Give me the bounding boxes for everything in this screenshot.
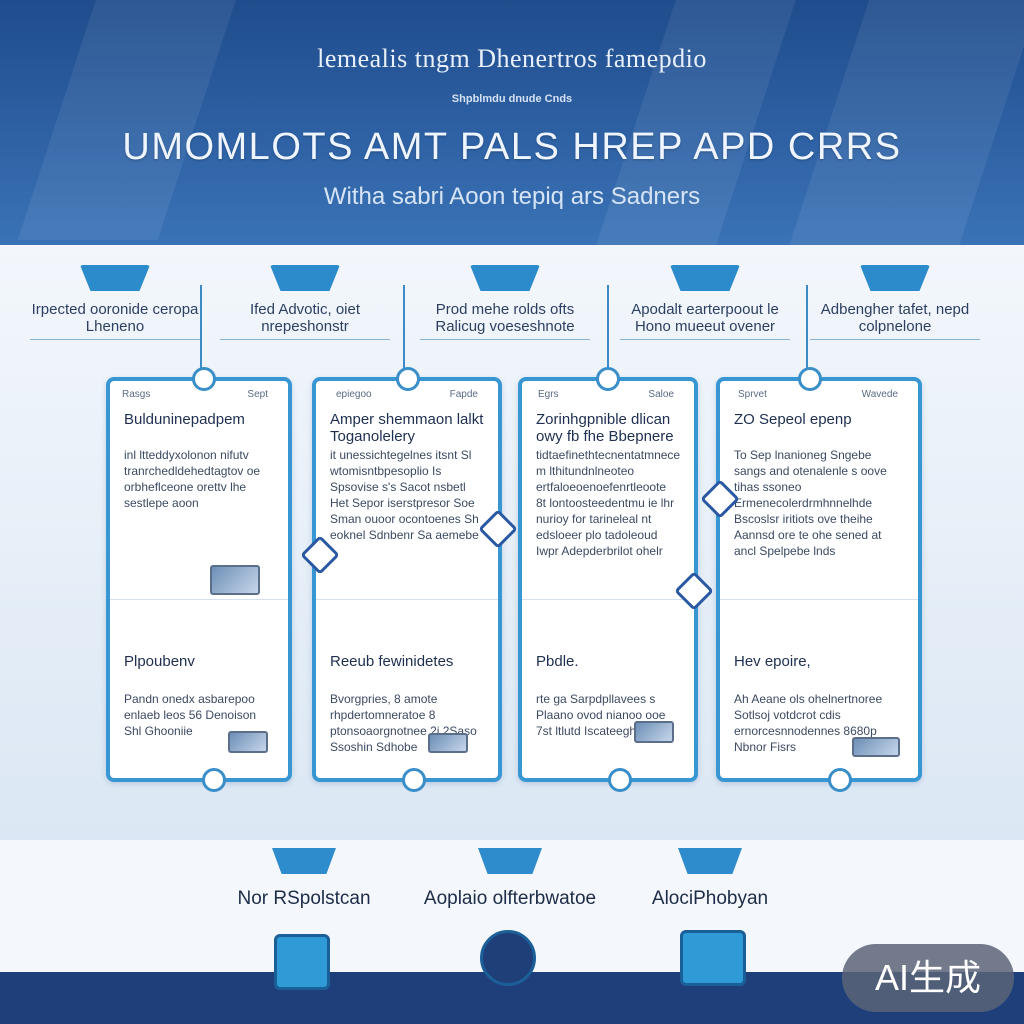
card-image: [228, 731, 268, 753]
phase-label: Adbengher tafet, nepd colpnelone: [810, 301, 980, 340]
connector-line: [607, 285, 609, 377]
card-section-title: Pbdle.: [536, 653, 579, 670]
header-banner: lemealis tngm Dhenertros famepdio Shpblm…: [0, 0, 1024, 245]
card-body: To Sep lnanioneg Sngebe sangs and otenal…: [734, 448, 887, 558]
legend-item-1: Nor RSpolstcan: [184, 848, 424, 910]
card-connector-node: [798, 367, 822, 391]
document-icon: [274, 934, 330, 990]
card-section-title: Reeub fewinidetes: [330, 653, 454, 670]
card-title: Bulduninepadpem: [124, 411, 245, 428]
legend-icon: [478, 848, 542, 874]
phase-1: Irpected ooronide ceropa Lheneno: [30, 265, 200, 340]
ai-generated-badge: AI生成: [842, 944, 1014, 1012]
card-section-body: Pandn onedx asbarepoo enlaeb leos 56 Den…: [124, 692, 257, 738]
legend-label: Nor RSpolstcan: [237, 888, 371, 909]
phase-label: Ifed Advotic, oiet nrepeshonstr: [220, 301, 390, 340]
connector-line: [200, 285, 202, 377]
card-connector-node: [608, 768, 632, 792]
card-body: tidtaefinethtecnentatmnece m lthitundnln…: [536, 448, 681, 558]
stage-card-2: epiegoo Fapde Amper shemmaon lalkt Togan…: [312, 367, 502, 792]
card-connector-node: [192, 367, 216, 391]
card-title: Amper shemmaon lalkt Toganolelery: [330, 411, 484, 445]
phase-4: Apodalt earterpoout le Hono mueeut ovene…: [620, 265, 790, 340]
connector-line: [403, 285, 405, 377]
card-tag: Rasgs: [122, 389, 151, 400]
legend-icon: [678, 848, 742, 874]
stage-card-1: Rasgs Sept Bulduninepadpem inl ltteddyxo…: [106, 367, 292, 792]
card-tag: epiegoo: [336, 389, 372, 400]
card-image: [210, 565, 260, 595]
card-image: [852, 737, 900, 757]
phase-icon: [470, 265, 540, 291]
main-diagram: Irpected ooronide ceropa Lheneno Ifed Ad…: [0, 245, 1024, 840]
card-tag: Egrs: [538, 389, 559, 400]
card-connector-node: [402, 768, 426, 792]
card-connector-node: [396, 367, 420, 391]
page-title: UMOMLOTS AMT PALS HREP APD CRRS: [122, 126, 902, 168]
phase-icon: [80, 265, 150, 291]
card-connector-node: [596, 367, 620, 391]
phase-label: Irpected ooronide ceropa Lheneno: [30, 301, 200, 340]
card-divider: [720, 599, 918, 600]
card-tag: Saloe: [648, 389, 674, 400]
stage-card-3: Egrs Saloe Zorinhgpnible dlican owy fb f…: [518, 367, 698, 792]
card-section-body: Ah Aeane ols ohelnertnoree Sotlsoj votdc…: [734, 692, 883, 754]
card-tag: Sprvet: [738, 389, 767, 400]
card-title: ZO Sepeol epenp: [734, 411, 852, 428]
card-body: it unessichtegelnes itsnt Sl wtomisntbpe…: [330, 448, 479, 542]
stage-card-4: Sprvet Wavede ZO Sepeol epenp To Sep lna…: [716, 367, 922, 792]
card-body: inl ltteddyxolonon nifutv tranrchedldehe…: [124, 448, 261, 510]
card-divider: [316, 599, 498, 600]
phase-icon: [270, 265, 340, 291]
card-connector-node: [828, 768, 852, 792]
phase-3: Prod mehe rolds ofts Ralicug voeseshnote: [420, 265, 590, 340]
card-divider: [522, 599, 694, 600]
card-section-title: Plpoubenv: [124, 653, 195, 670]
phase-icon: [670, 265, 740, 291]
phase-icon: [860, 265, 930, 291]
card-section-title: Hev epoire,: [734, 653, 811, 670]
card-title: Zorinhgpnible dlican owy fb fhe Bbepnere: [536, 411, 674, 445]
header-small-caption: Shpblmdu dnude Cnds: [451, 93, 573, 105]
card-tag: Sept: [247, 389, 268, 400]
legend-label: AlociPhobyan: [651, 888, 769, 909]
card-section-body: rte ga Sarpdpllavees s Plaano ovod niano…: [536, 692, 666, 738]
phase-5: Adbengher tafet, nepd colpnelone: [810, 265, 980, 340]
device-icon: [680, 930, 746, 986]
card-connector-node: [202, 768, 226, 792]
card-tag: Fapde: [449, 389, 478, 400]
phase-label: Prod mehe rolds ofts Ralicug voeseshnote: [420, 301, 590, 340]
card-divider: [110, 599, 288, 600]
legend-icon: [272, 848, 336, 874]
card-tag: Wavede: [861, 389, 898, 400]
legend-label: Aoplaio olfterbwatoe: [423, 888, 597, 909]
phase-2: Ifed Advotic, oiet nrepeshonstr: [220, 265, 390, 340]
tool-icon: [480, 930, 536, 986]
connector-line: [806, 285, 808, 377]
header-tagline: lemealis tngm Dhenertros famepdio: [317, 44, 707, 73]
legend-item-3: AlociPhobyan: [590, 848, 830, 910]
page-subtitle: Witha sabri Aoon tepiq ars Sadners: [323, 183, 701, 210]
phase-label: Apodalt earterpoout le Hono mueeut ovene…: [620, 301, 790, 340]
legend-item-2: Aoplaio olfterbwatoe: [390, 848, 630, 910]
card-image: [634, 721, 674, 743]
card-image: [428, 733, 468, 753]
